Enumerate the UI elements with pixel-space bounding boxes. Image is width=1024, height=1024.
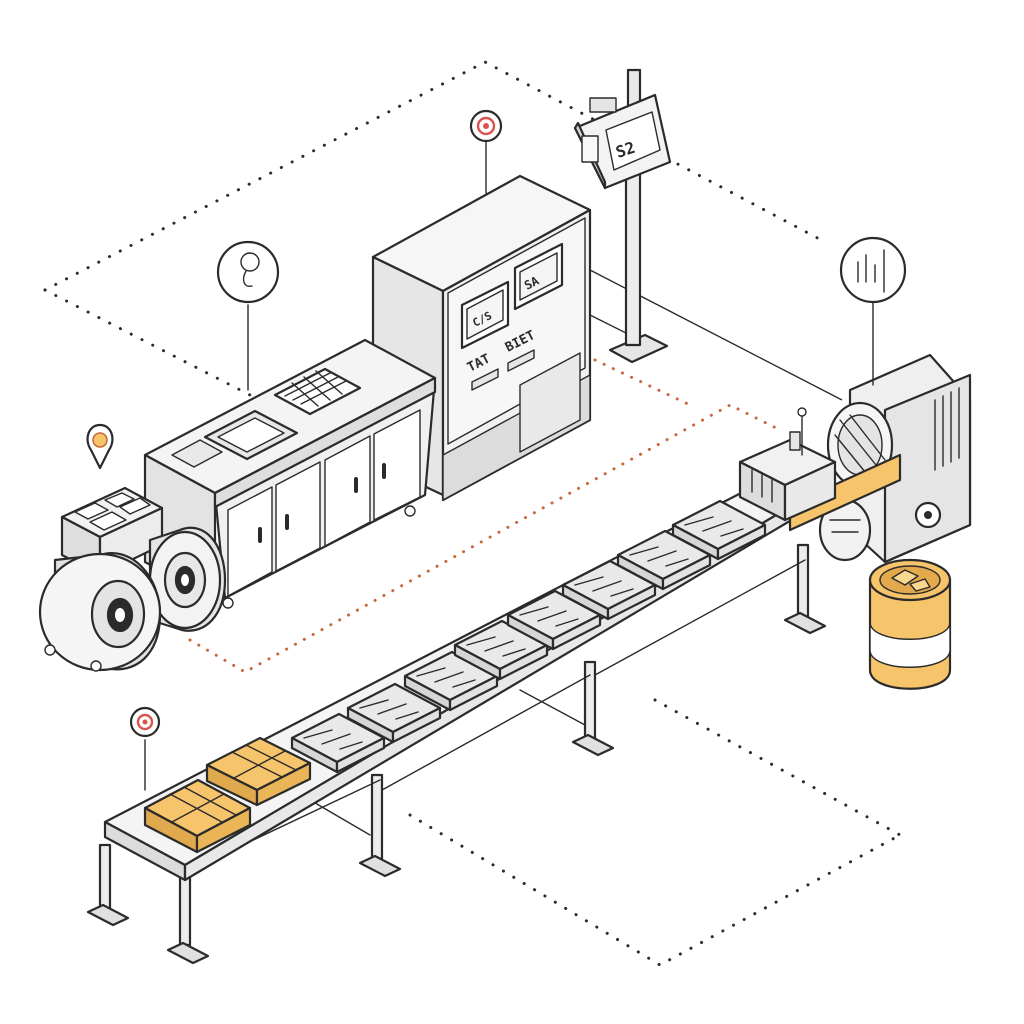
dotted-boundary-dark	[43, 60, 902, 967]
tray	[671, 499, 767, 561]
panel-button-left	[471, 368, 499, 391]
thermometer-pin-icon	[216, 240, 280, 391]
barrel	[868, 558, 952, 690]
finished-stack	[205, 736, 312, 807]
sign-post: S2	[573, 68, 672, 364]
spool-machine	[38, 486, 227, 672]
panel-button-right	[507, 349, 535, 372]
finished-stacks	[143, 736, 312, 854]
conveyor-trays	[290, 499, 767, 774]
finished-stack	[143, 778, 252, 854]
bar-chart-pin-icon	[839, 236, 907, 386]
dotted-boundary-orange	[188, 358, 782, 674]
warning-marker-icon	[86, 423, 114, 470]
press-machine	[738, 353, 972, 564]
conveyor-legs	[86, 543, 827, 965]
alert-marker-icon	[129, 706, 161, 791]
tray	[346, 682, 442, 744]
workbench	[143, 338, 437, 609]
gear-marker-icon	[469, 109, 503, 194]
screen-right-text: SA	[522, 273, 542, 292]
